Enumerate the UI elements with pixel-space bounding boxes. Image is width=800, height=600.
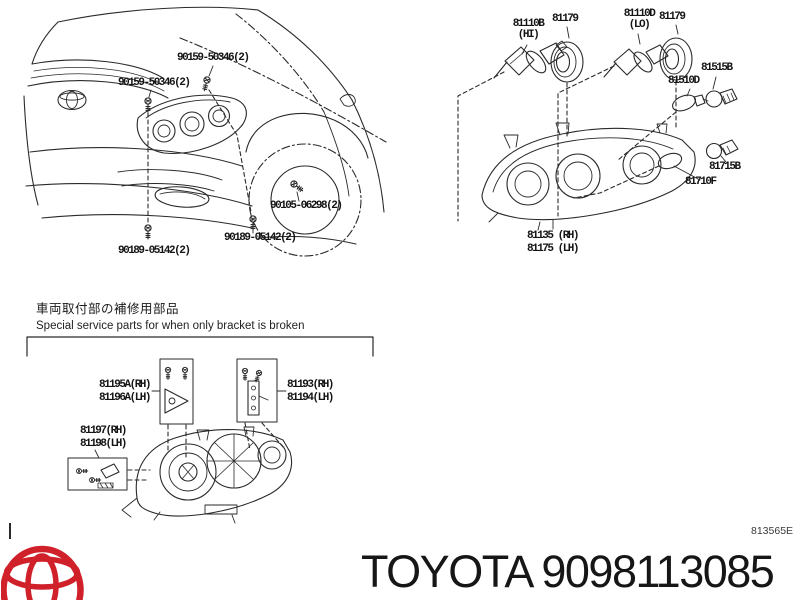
part-label: 81110D (LO) xyxy=(623,8,656,31)
service-parts-diagram xyxy=(26,336,374,524)
part-label: 81197(RH) 81198(LH) xyxy=(80,425,127,450)
part-label: 81193(RH) 81194(LH) xyxy=(287,379,334,404)
part-label: 90159-50346(2) xyxy=(177,52,250,64)
car-front-diagram xyxy=(23,6,387,257)
bracket-b-box xyxy=(236,358,278,423)
service-section-title-en: Special service parts for when only brac… xyxy=(36,320,305,332)
bracket-a-box xyxy=(159,358,194,425)
part-label: 90105-06298(2) xyxy=(270,200,343,212)
part-label: 81195A(RH) 81196A(LH) xyxy=(98,379,152,404)
part-label: 81510D xyxy=(668,75,700,87)
socket-icon xyxy=(705,139,739,160)
headlamp-rear-view-icon xyxy=(121,426,293,524)
toyota-logo-icon xyxy=(1,545,84,600)
part-label: 90189-05142(2) xyxy=(224,232,297,244)
marker-lens-icon xyxy=(657,152,683,170)
retainer-ring-icon xyxy=(659,37,693,81)
headlamp-exploded-diagram xyxy=(457,24,739,231)
part-label: 90189-05142(2) xyxy=(118,245,191,257)
part-label: 81179 xyxy=(659,11,686,23)
socket-icon xyxy=(705,88,738,108)
service-section-title-jp: 車両取付部の補修用部品 xyxy=(36,302,180,316)
part-label: 90159-50346(2) xyxy=(118,77,191,89)
footer-part-number: TOYOTA 9098113085 xyxy=(361,546,775,597)
bulb-hi-icon xyxy=(493,40,568,79)
retainer-ring-icon xyxy=(550,41,584,83)
part-label: 81515B xyxy=(701,62,733,74)
part-label: 81715B xyxy=(709,161,741,173)
page-margin-tick xyxy=(9,523,11,539)
repair-kit-box xyxy=(67,457,128,491)
signal-bulb-icon xyxy=(672,94,709,112)
page-code: 813565E xyxy=(751,525,794,537)
part-label: 81135 (RH) 81175 (LH) xyxy=(527,230,580,255)
part-label: 81710F xyxy=(685,176,717,188)
part-label: 81110B (HI) xyxy=(512,18,545,41)
headlamp-assembly-icon xyxy=(481,122,696,231)
part-label: 81179 xyxy=(552,13,579,25)
bulb-lo-icon xyxy=(603,44,669,78)
